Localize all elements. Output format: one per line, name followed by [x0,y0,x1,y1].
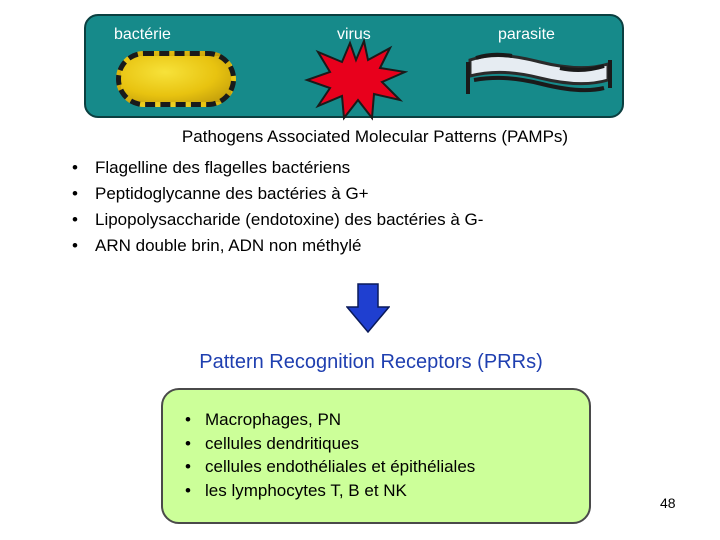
cell-text: Macrophages, PN [205,410,342,429]
prrs-title: Pattern Recognition Receptors (PRRs) [199,351,543,373]
down-arrow-icon [346,283,390,333]
list-item: • les lymphocytes T, B et NK [185,479,475,503]
list-item: • Lipopolysaccharide (endotoxine) des bac… [72,207,483,233]
cell-text: cellules endothéliales et épithéliales [205,457,476,476]
cells-box: •Macrophages, PN •cellules dendritiques … [161,388,591,524]
list-item: • ARN double brin, ADN non méthylé [72,233,483,259]
bullet: • [185,480,191,500]
cells-list: •Macrophages, PN •cellules dendritiques … [185,408,475,502]
pamp-text: ARN double brin, ADN non méthylé [95,236,362,255]
pathogen-box: bactérie virus parasite [84,14,624,121]
bullet: • [72,184,78,203]
pamp-text: Flagelline des flagelles bactériens [95,158,351,177]
list-item: • Macrophages, PN [185,408,475,432]
pamp-text: Peptidoglycanne des bactéries à G+ [95,184,369,203]
bacteria-label: bactérie [114,26,171,43]
cell-text: cellules dendritiques [205,433,360,453]
pamps-list: • Flagelline des flagelles bactériens • Pe… [72,155,483,259]
list-item: • cellules dendritiques [185,432,475,456]
bullet: • [185,433,191,453]
bullet: • [72,236,78,255]
page-number: 48 [660,495,676,511]
bullet: • [72,210,78,229]
bullet: • [185,457,191,476]
bullet: • [72,158,78,177]
virus-icon [304,38,408,121]
parasite-label: parasite [498,26,555,43]
virus-label: virus [337,26,371,43]
bullet: • [185,410,191,429]
bacteria-icon [116,51,236,107]
pamps-title: Pathogens Associated Molecular Patterns … [181,127,569,146]
parasite-icon [466,52,612,94]
list-item: • Flagelline des flagelles bactériens [72,155,483,181]
list-item: • Peptidoglycanne des bactéries à G+ [72,181,483,207]
cell-text: les lymphocytes T, B et NK [205,480,407,500]
list-item: • cellules endothéliales et épithéliales [185,455,475,479]
pamp-text: Lipopolysaccharide (endotoxine) des bact… [95,210,484,229]
